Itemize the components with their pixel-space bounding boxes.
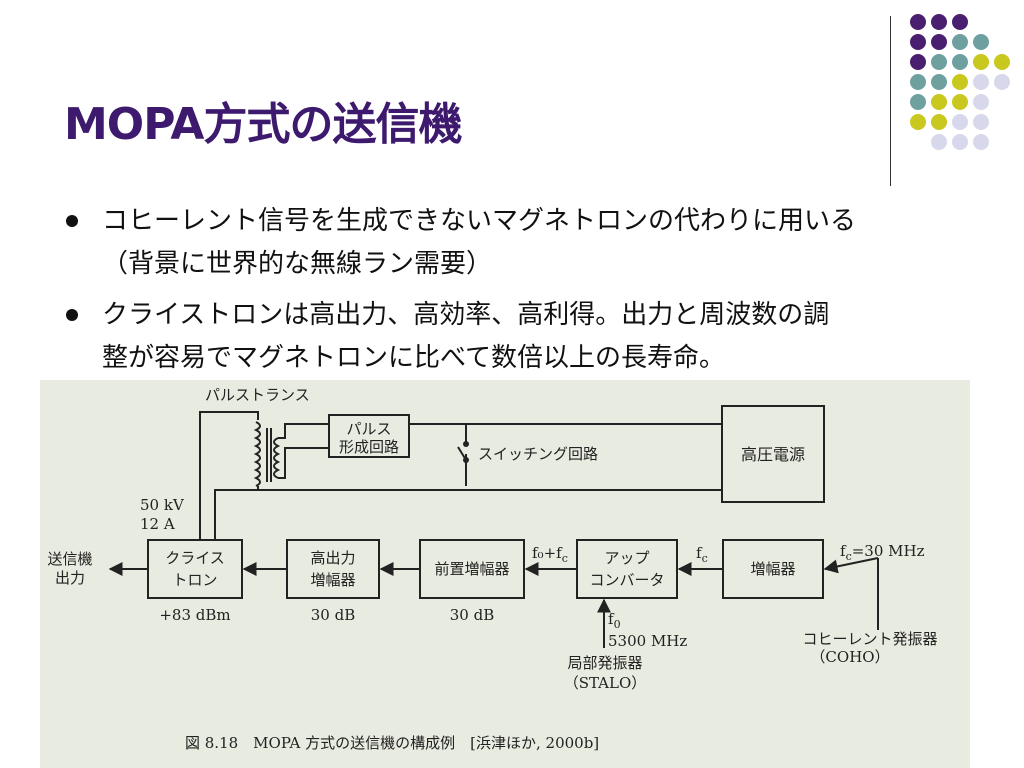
upconverter-label: アップ <box>604 549 649 567</box>
pulse-network-box <box>328 414 410 458</box>
decorative-dot <box>910 34 926 50</box>
decorative-dot <box>994 54 1010 70</box>
decorative-dot <box>931 94 947 110</box>
title-divider <box>890 16 891 186</box>
decorative-dot <box>931 114 947 130</box>
bullet-item: コヒーレント信号を生成できないマグネトロンの代わりに用いる （背景に世界的な無線… <box>64 200 1004 286</box>
slide-title: MOPA方式の送信機 <box>64 99 462 150</box>
upconverter-label: コンバータ <box>589 571 664 589</box>
bullet-text-line: クライストロンは高出力、高効率、高利得。出力と周波数の調 <box>102 300 830 330</box>
bullet-text-line: コヒーレント信号を生成できないマグネトロンの代わりに用いる <box>102 206 857 236</box>
bullet-text-line: （背景に世界的な無線ラン需要） <box>102 249 493 279</box>
hv-power-box <box>721 405 825 503</box>
preamp-gain-label: 30 dB <box>450 606 494 624</box>
coho-label: コヒーレント発振器 <box>802 630 937 648</box>
decorative-dot <box>973 54 989 70</box>
stalo-label: （STALO） <box>564 674 647 692</box>
decorative-dot <box>952 114 968 130</box>
output-label: 送信機 <box>47 550 92 568</box>
decorative-dot <box>931 134 947 150</box>
hpa-gain-label: 30 dB <box>311 606 355 624</box>
decorative-dot <box>973 114 989 130</box>
decorative-dot <box>952 74 968 90</box>
klystron-power-label: +83 dBm <box>159 606 230 624</box>
switch-contact-top <box>463 441 469 447</box>
decorative-dot <box>910 94 926 110</box>
decorative-dot <box>952 94 968 110</box>
sum-frequency-label: f₀+fc <box>532 544 568 565</box>
stalo-frequency-value: 5300 MHz <box>608 632 687 650</box>
decorative-dot <box>973 34 989 50</box>
preamp-label: 前置増幅器 <box>434 560 509 578</box>
klystron-label: クライス <box>165 549 225 567</box>
amp-label: 増幅器 <box>750 560 795 578</box>
decorative-dot <box>931 54 947 70</box>
bullet-item: クライストロンは高出力、高効率、高利得。出力と周波数の調 整が容易でマグネトロン… <box>64 294 1004 380</box>
hpa-label: 増幅器 <box>310 571 355 589</box>
decorative-dot <box>952 34 968 50</box>
bullet-dot-icon <box>66 309 78 321</box>
output-label: 出力 <box>55 569 85 587</box>
klystron-label: トロン <box>172 571 217 589</box>
decorative-dot <box>931 34 947 50</box>
decorative-dot <box>973 94 989 110</box>
block-diagram-svg: パルストランス パルス 形成回路 スイッチング回路 高圧電源 50 kV 12 … <box>47 386 937 752</box>
stalo-label: 局部発振器 <box>567 654 642 672</box>
decorative-dot <box>910 114 926 130</box>
pulse-transformer-label: パルストランス <box>205 386 310 404</box>
switching-circuit-label: スイッチング回路 <box>478 445 598 463</box>
decorative-dot <box>952 54 968 70</box>
voltage-label: 50 kV <box>140 496 185 514</box>
bullet-dot-icon <box>66 215 78 227</box>
decorative-dot-grid <box>910 14 1010 150</box>
decorative-dot <box>973 134 989 150</box>
bullet-text-line: 整が容易でマグネトロンに比べて数倍以上の長寿命。 <box>102 343 725 373</box>
decorative-dot <box>994 74 1010 90</box>
coho-frequency-label: fc=30 MHz <box>840 542 925 563</box>
stalo-frequency-label: f0 <box>608 610 621 631</box>
decorative-dot <box>910 54 926 70</box>
pulse-network-label: パルス <box>346 420 391 438</box>
carrier-frequency-label: fc <box>696 544 708 565</box>
decorative-dot <box>931 74 947 90</box>
decorative-dot <box>931 14 947 30</box>
hv-power-label: 高圧電源 <box>741 445 805 464</box>
bullet-list: コヒーレント信号を生成できないマグネトロンの代わりに用いる （背景に世界的な無線… <box>64 200 1004 380</box>
decorative-dot <box>952 134 968 150</box>
decorative-dot <box>952 14 968 30</box>
decorative-dot <box>910 14 926 30</box>
transmitter-block-diagram: パルストランス パルス 形成回路 スイッチング回路 高圧電源 50 kV 12 … <box>40 380 970 768</box>
coho-label: （COHO） <box>810 648 889 666</box>
decorative-dot <box>973 74 989 90</box>
arrow-coho-to-amp <box>823 557 879 574</box>
pulse-network-label: 形成回路 <box>339 438 399 456</box>
hpa-label: 高出力 <box>310 549 355 567</box>
decorative-dot <box>910 74 926 90</box>
figure-caption: 図 8.18 MOPA 方式の送信機の構成例 [浜津ほか, 2000b] <box>185 734 599 752</box>
current-label: 12 A <box>140 515 175 533</box>
